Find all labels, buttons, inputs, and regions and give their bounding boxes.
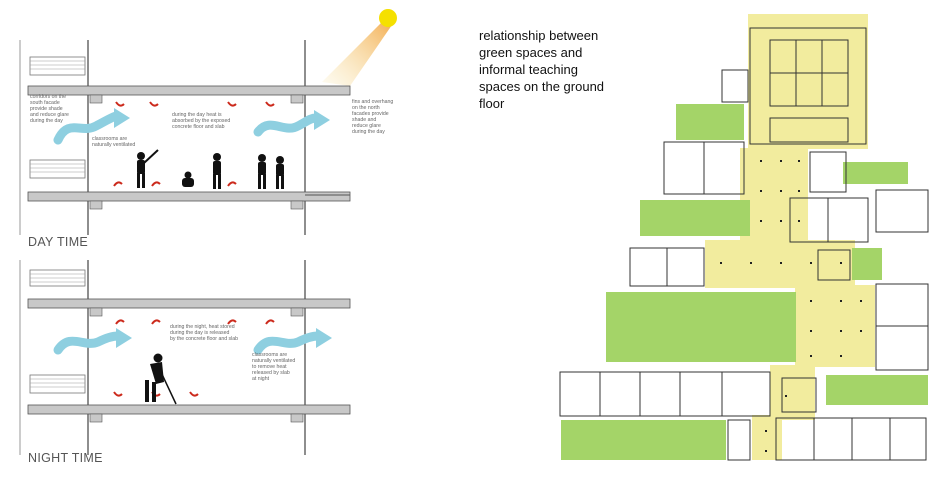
person-silhouette-icon	[145, 353, 177, 405]
plan-title-line: informal teaching	[479, 62, 578, 77]
night-vent-note: classrooms are naturally ventilated to r…	[252, 352, 297, 382]
day-fins-note: fins and overhang on the north facades p…	[352, 99, 395, 135]
airflow-arrow-icon	[53, 331, 123, 355]
south-corridor-railing	[29, 56, 86, 179]
plan-title-line: green spaces and	[479, 45, 583, 60]
south-corridor-railing	[29, 269, 86, 394]
structural-columns	[720, 160, 862, 452]
plan-title-line: spaces on the ground	[479, 79, 605, 94]
plan-title-line: relationship between	[479, 28, 599, 43]
airflow-arrow-icon	[53, 111, 121, 145]
person-silhouette-icon	[137, 149, 284, 189]
roof-slab	[27, 85, 351, 96]
day-time-label: DAY TIME	[28, 235, 88, 249]
plan-title-line: floor	[479, 96, 505, 111]
day-heat-note: during the day heat is absorbed by the e…	[172, 112, 232, 130]
airflow-arrow-icon	[253, 331, 323, 355]
day-vent-note: classrooms are naturally ventilated	[92, 136, 135, 148]
airflow-arrow-icon	[253, 113, 321, 137]
heat-arrow-icon	[113, 101, 275, 187]
floor-slab	[27, 191, 351, 202]
ground-floor-plan	[559, 14, 929, 461]
green-space	[561, 104, 928, 460]
night-section-diagram: during the night, heat stored during the…	[19, 260, 351, 465]
roof-slab	[27, 298, 351, 309]
night-heat-note: during the night, heat stored during the…	[170, 324, 238, 342]
day-corridor-note: corridors on the south facade provide sh…	[30, 94, 70, 124]
sun-icon	[379, 9, 397, 27]
plan-title: relationship between green spaces and in…	[479, 27, 639, 112]
plan-walls	[559, 27, 929, 461]
day-section-diagram: corridors on the south facade provide sh…	[19, 9, 397, 249]
sun-ray	[322, 16, 394, 86]
floor-slab	[27, 404, 351, 415]
night-time-label: NIGHT TIME	[28, 451, 103, 465]
